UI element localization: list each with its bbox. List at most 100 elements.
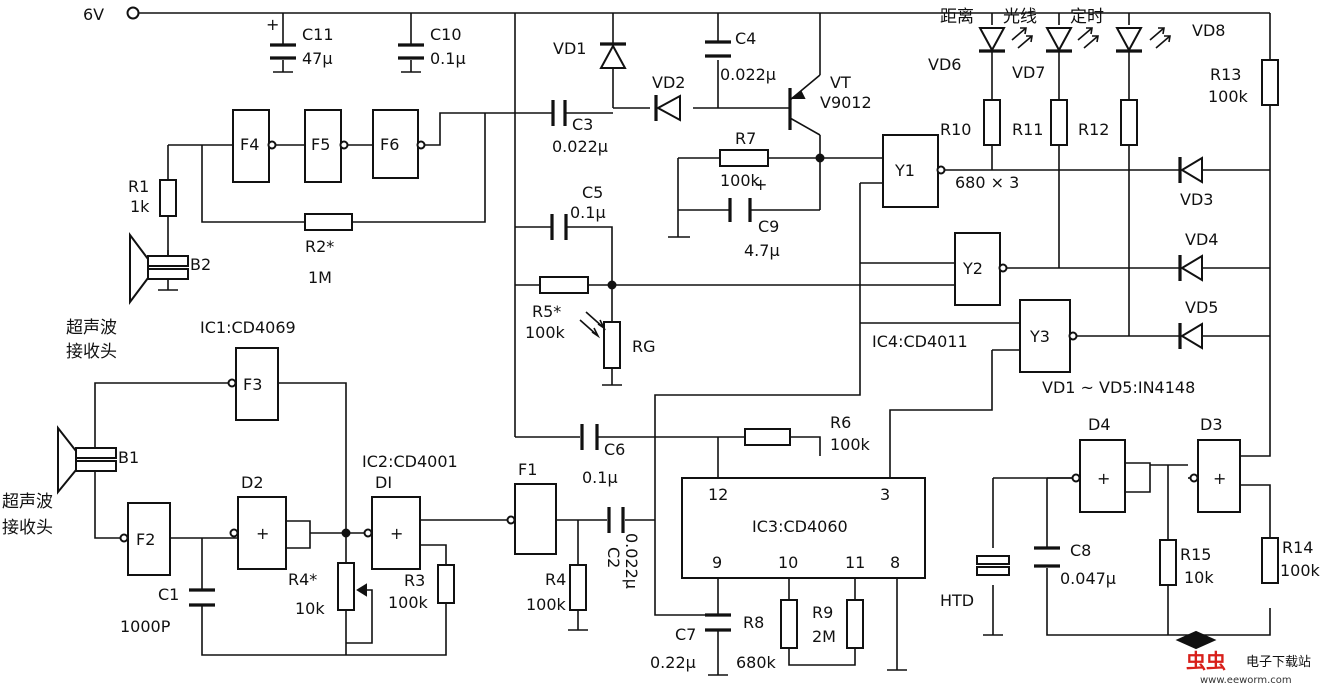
gate-f5 (304, 109, 349, 183)
label-r6-value: 100k (830, 435, 871, 454)
label-c1-value: 1000P (120, 617, 171, 636)
label-c5: C5 (582, 183, 603, 202)
label-r5: R5* (532, 302, 561, 321)
label-f6: F6 (380, 135, 399, 154)
diode-vd2 (654, 94, 681, 122)
capacitor-c5 (550, 214, 568, 240)
label-r4-value: 100k (526, 595, 567, 614)
label-c5-value: 0.1μ (570, 203, 606, 222)
label-htd: HTD (940, 591, 974, 610)
label-r5-value: 100k (525, 323, 566, 342)
label-r15-value: 10k (1184, 568, 1214, 587)
label-c11-value: 47μ (302, 49, 333, 68)
label-vd4: VD4 (1185, 230, 1218, 249)
label-r1-value: 1k (130, 197, 150, 216)
supply-label: 6V (83, 5, 104, 24)
label-r3: R3 (404, 571, 425, 590)
label-c8-value: 0.047μ (1060, 569, 1116, 588)
label-receiver-bottom-2: 接收头 (2, 518, 53, 538)
resistor-r1 (159, 179, 177, 217)
label-ic1: IC1:CD4069 (200, 318, 296, 337)
resistor-r9 (846, 599, 864, 649)
label-r12: R12 (1078, 120, 1109, 139)
gate-f2 (119, 502, 171, 576)
watermark: 虫虫 电子下载站 www.eeworm.com (1175, 630, 1311, 686)
plus-d2: + (256, 524, 269, 543)
label-rg: RG (632, 337, 656, 356)
label-c10-value: 0.1μ (430, 49, 466, 68)
wiper-arrow-icon (356, 583, 367, 597)
gate-y1 (882, 134, 946, 208)
led-vd7 (1045, 27, 1099, 53)
label-c6-value: 0.1μ (582, 468, 618, 487)
label-c4-value: 0.022μ (720, 65, 776, 84)
label-led-light: 光线 (1003, 7, 1037, 27)
ic3-pin-9: 9 (712, 553, 722, 572)
label-c9-value: 4.7μ (744, 241, 780, 260)
label-r8: R8 (743, 613, 764, 632)
label-f5: F5 (311, 135, 330, 154)
diode-vd3 (1178, 156, 1203, 184)
resistor-r6 (744, 428, 791, 446)
label-r7: R7 (735, 129, 756, 148)
capacitor-c4 (705, 40, 731, 58)
label-vd6: VD6 (928, 55, 961, 74)
transistor-vt (788, 74, 821, 136)
capacitor-c6 (580, 424, 599, 450)
label-receiver-top-1: 超声波 (66, 318, 117, 338)
watermark-brand: 电子下载站 (1246, 655, 1311, 670)
label-r6: R6 (830, 413, 851, 432)
label-d4: D4 (1088, 415, 1111, 434)
label-led-timer: 定时 (1070, 7, 1104, 27)
label-vd5: VD5 (1185, 298, 1218, 317)
label-r13: R13 (1210, 65, 1241, 84)
label-c1: C1 (158, 585, 179, 604)
capacitor-c7 (705, 613, 731, 632)
label-led-distance: 距离 (940, 7, 974, 27)
gate-d1 (363, 496, 421, 570)
capacitor-c2 (607, 507, 625, 533)
gate-d3 (1189, 439, 1241, 513)
gate-d4 (1071, 439, 1126, 513)
plus-d3: + (1213, 469, 1226, 488)
resistor-r13 (1261, 59, 1279, 106)
gate-f4 (232, 109, 277, 183)
label-b2: B2 (190, 255, 211, 274)
label-c2: C2 (604, 547, 623, 568)
label-ic2: IC2:CD4001 (362, 452, 458, 471)
label-f2: F2 (136, 530, 155, 549)
bug-logo-icon: 虫虫 (1186, 649, 1226, 673)
gate-f1 (506, 483, 557, 555)
capacitor-c11: + (266, 15, 296, 60)
ic3-pin-3: 3 (880, 485, 890, 504)
transducer-b1 (57, 425, 117, 495)
label-c10: C10 (430, 25, 462, 44)
ic3-pin-11: 11 (845, 553, 865, 572)
resistor-r8 (780, 599, 798, 649)
label-r11: R11 (1012, 120, 1043, 139)
gate-y3 (1019, 299, 1078, 373)
resistor-r7 (719, 149, 769, 167)
label-r2: R2* (305, 237, 334, 256)
label-ic4: IC4:CD4011 (872, 332, 968, 351)
light-arrow-icon (579, 311, 607, 339)
gate-d2 (229, 496, 287, 570)
label-r3-value: 100k (388, 593, 429, 612)
label-r10-12-value: 680 × 3 (955, 173, 1019, 192)
wires (94, 12, 1271, 676)
led-vd8 (1115, 27, 1171, 53)
resistor-r12 (1120, 99, 1138, 146)
resistor-r10 (983, 99, 1001, 146)
label-vd1: VD1 (553, 39, 586, 58)
ic3-body (681, 477, 926, 579)
label-r1: R1 (128, 177, 149, 196)
label-vd3: VD3 (1180, 190, 1213, 209)
label-r8-value: 680k (736, 653, 777, 672)
plus-d4: + (1097, 469, 1110, 488)
resistor-r15 (1159, 539, 1177, 586)
junctions (126, 6, 825, 538)
label-ic3: IC3:CD4060 (752, 517, 848, 536)
label-vd-note: VD1 ~ VD5:IN4148 (1042, 378, 1195, 397)
label-c8: C8 (1070, 541, 1091, 560)
label-c9: C9 (758, 217, 779, 236)
